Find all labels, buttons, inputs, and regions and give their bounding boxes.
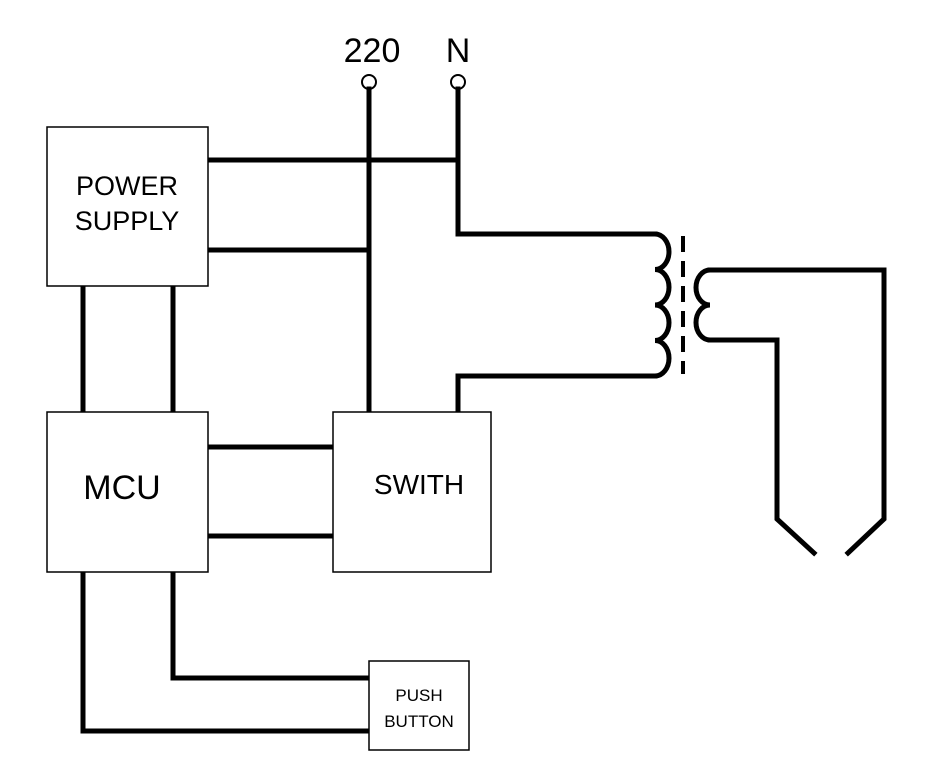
wire-mcu-button-lower: [80, 569, 372, 734]
wire-mcu-button-upper: [170, 569, 372, 681]
power-supply-label-line1: POWER: [76, 171, 178, 201]
power-supply-block: [46, 126, 209, 287]
push-button-label-line2: BUTTON: [384, 712, 454, 731]
terminal-220-label: 220: [344, 32, 401, 70]
mcu-block: [46, 411, 209, 573]
power-supply-label-line2: SUPPLY: [75, 206, 180, 236]
transformer-primary-coil: [652, 231, 672, 379]
mcu-label: MCU: [83, 469, 160, 507]
switch-label: SWITH: [374, 469, 464, 500]
switch-block: [332, 411, 492, 573]
push-button-block: [368, 660, 470, 751]
push-button-label-line1: PUSH: [395, 686, 442, 705]
wire-switch-to-transformer: [455, 373, 658, 415]
wire-secondary-left: [707, 337, 818, 557]
wire-secondary-right: [707, 267, 887, 557]
transformer-secondary-coil: [693, 267, 713, 343]
terminal-n-label: N: [446, 32, 471, 70]
